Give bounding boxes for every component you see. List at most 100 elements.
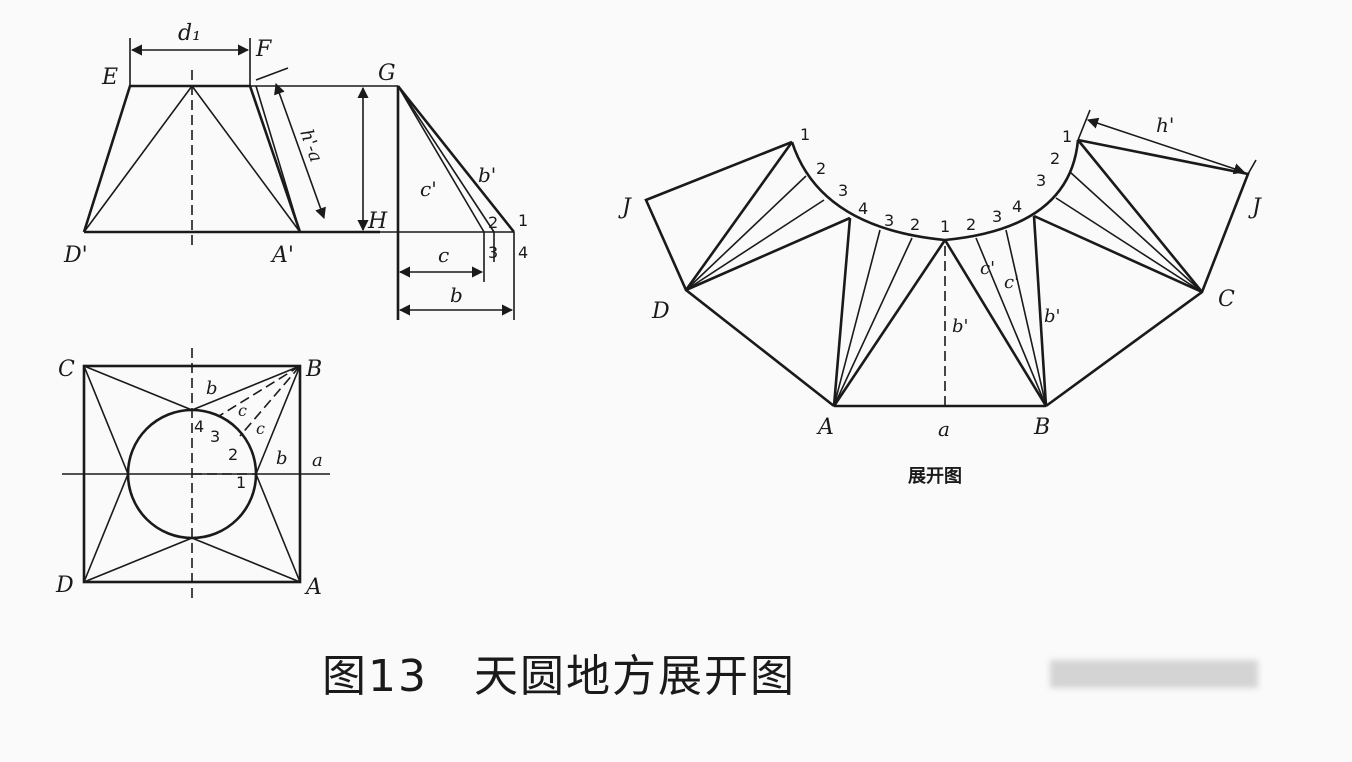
development-view: h' J J D C A B a b' b' c' c' 1 2 3 4 3 2…	[618, 109, 1262, 487]
tl-num-3: 3	[488, 243, 498, 262]
arc-num: 1	[1062, 127, 1072, 146]
plan-view: C B D A b b a c c 4 3 2 1	[55, 348, 330, 600]
tl-hypotenuse-2	[397, 85, 495, 233]
arc-num: 3	[884, 211, 894, 230]
dev-label-b-prime-mid: b'	[952, 316, 968, 337]
dev-hprime-ext-1	[1077, 109, 1091, 141]
arc-num: 4	[1012, 197, 1022, 216]
dev-outline-right	[1045, 138, 1250, 408]
label-plan-b1: b	[206, 378, 218, 399]
dev-C-to-4	[1033, 214, 1203, 294]
label-A-prime: A'	[270, 243, 294, 268]
dev-label-h-prime: h'	[1156, 113, 1174, 137]
arc-num: 3	[838, 181, 848, 200]
plan-D-left	[83, 473, 129, 583]
dev-label-a: a	[938, 417, 950, 441]
dev-D-fan-3	[685, 199, 825, 291]
label-c-prime: c'	[420, 177, 437, 201]
slant-dimension-line	[274, 82, 326, 220]
dev-label-b-prime-right: b'	[1044, 306, 1060, 327]
arc-num: 2	[1050, 149, 1060, 168]
dev-hprime-dim	[1086, 117, 1246, 175]
front-inner-edge	[255, 85, 301, 233]
plan-A-right	[255, 473, 301, 583]
dev-D-fan-2	[685, 175, 807, 291]
dev-label-J-right: J	[1248, 195, 1262, 220]
plan-B-top	[191, 365, 301, 411]
arc-num: 3	[1036, 171, 1046, 190]
label-plan-a: a	[312, 450, 323, 471]
dev-B-to-1	[943, 239, 1048, 407]
dev-label-D: D	[651, 299, 670, 324]
label-E: E	[101, 65, 118, 90]
dev-A-fan-2	[833, 237, 913, 407]
front-diagonal-left	[83, 85, 193, 233]
true-length-diagram: G H c' b' c b 2 1 3 4	[357, 61, 528, 320]
label-c-dim: c	[438, 243, 449, 267]
dev-label-c-prime-1: c'	[980, 258, 995, 279]
label-G: G	[378, 61, 396, 86]
plan-num-4: 4	[194, 417, 204, 436]
slant-ext-top	[255, 67, 289, 81]
watermark-blur	[1050, 660, 1258, 688]
dev-D-to-1	[684, 141, 794, 291]
arc-num: 2	[910, 215, 920, 234]
plan-A-bottom	[191, 537, 301, 583]
tl-num-2: 2	[488, 213, 498, 232]
label-plan-c2: c	[256, 419, 265, 438]
dev-B-fan-2	[975, 237, 1047, 407]
plan-num-2: 2	[228, 445, 238, 464]
dev-B-fan-3	[1005, 229, 1047, 407]
dev-label-J-left: J	[618, 195, 632, 220]
dev-label-B: B	[1033, 415, 1050, 440]
arc-num: 2	[816, 159, 826, 178]
arc-num: 1	[800, 125, 810, 144]
dev-A-fan-3	[833, 229, 881, 407]
tl-num-4: 4	[518, 243, 528, 262]
dev-A-to-4	[832, 217, 852, 407]
plan-C-left	[83, 365, 129, 475]
dev-D-to-4	[685, 216, 851, 292]
development-caption: 展开图	[908, 466, 962, 487]
arc-num: 3	[992, 207, 1002, 226]
tl-num-1: 1	[518, 211, 528, 230]
dev-label-C: C	[1218, 287, 1235, 312]
label-plan-B: B	[305, 357, 322, 382]
plan-B-right	[255, 365, 301, 475]
front-view: E F d₁ D' A' h'-a	[63, 21, 398, 268]
label-b-prime: b'	[478, 163, 496, 187]
plan-num-3: 3	[210, 427, 220, 446]
plan-C-top	[83, 365, 193, 411]
arc-num: 4	[858, 199, 868, 218]
label-D-prime: D'	[63, 243, 88, 268]
dev-label-c-prime-2: c'	[1004, 272, 1019, 293]
label-plan-C: C	[58, 357, 75, 382]
dev-C-fan-2	[1069, 171, 1203, 293]
dev-hprime-ext-2	[1247, 159, 1257, 175]
label-slant: h'-a	[295, 127, 326, 166]
dev-C-fan-3	[1055, 197, 1203, 293]
dev-label-A: A	[816, 415, 834, 440]
arc-num: 1	[940, 217, 950, 236]
label-H: H	[367, 209, 388, 234]
label-F: F	[255, 37, 272, 62]
dev-B-to-4	[1032, 215, 1048, 407]
dev-A-to-1	[832, 239, 947, 407]
tl-hypotenuse-b	[396, 85, 516, 233]
arc-num: 2	[966, 215, 976, 234]
dev-outline-left	[644, 140, 835, 408]
plan-D-bottom	[83, 537, 193, 583]
plan-B-to-3	[218, 365, 301, 417]
label-plan-D: D	[55, 573, 74, 598]
tl-hypotenuse-c	[397, 85, 485, 233]
label-d1: d₁	[178, 21, 201, 46]
plan-num-1: 1	[236, 473, 246, 492]
figure-caption: 图13 天圆地方展开图	[322, 651, 796, 702]
label-plan-c1: c	[238, 401, 247, 420]
label-plan-b2: b	[276, 448, 288, 469]
plan-B-to-2	[239, 365, 301, 437]
dev-C-to-1	[1076, 139, 1204, 293]
label-plan-A: A	[304, 575, 322, 600]
label-b-dim: b	[450, 283, 463, 307]
